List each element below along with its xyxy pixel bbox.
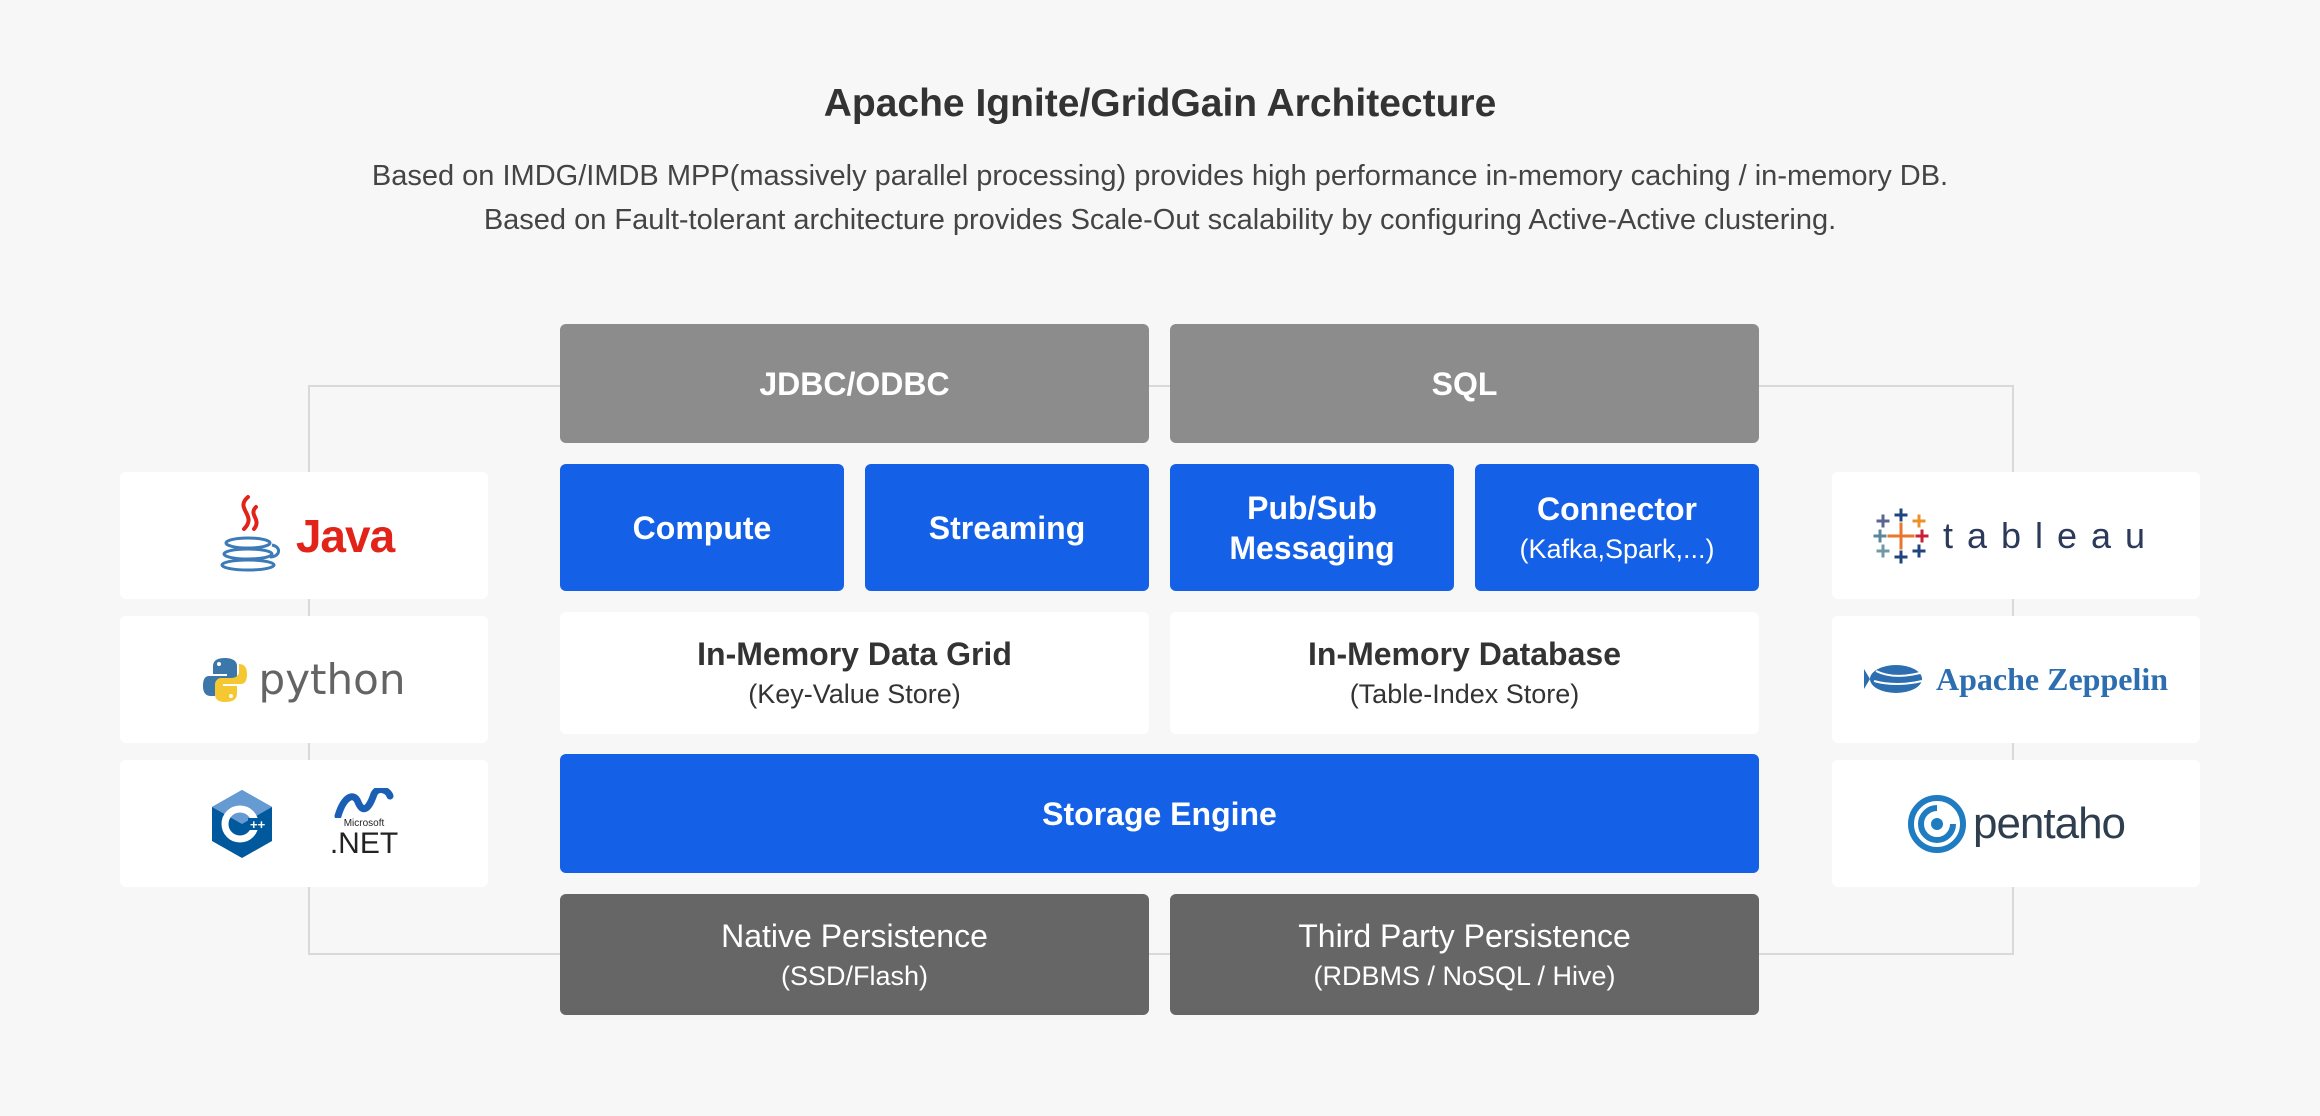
storage-engine-box: Storage Engine [560, 754, 1759, 873]
java-cup-icon [220, 494, 280, 571]
data-grid-sublabel: (Key-Value Store) [748, 679, 961, 710]
database-sublabel: (Table-Index Store) [1349, 679, 1580, 710]
pubsub-label-line2: Messaging [1229, 529, 1395, 566]
python-icon [202, 657, 247, 702]
compute-box: Compute [560, 464, 844, 591]
tableau-icon [1873, 508, 1929, 563]
third-party-persistence-label: Third Party Persistence [1298, 917, 1631, 954]
in-memory-data-grid-box: In-Memory Data Grid (Key-Value Store) [560, 612, 1149, 734]
pubsub-label-line1: Pub/Sub [1247, 489, 1377, 526]
pentaho-icon [1907, 794, 1966, 853]
database-label: In-Memory Database [1308, 636, 1621, 673]
zeppelin-logo-card: Apache Zeppelin [1832, 616, 2200, 743]
description-line-2: Based on Fault-tolerant architecture pro… [483, 204, 1837, 236]
native-persistence-label: Native Persistence [721, 917, 988, 954]
third-party-persistence-box: Third Party Persistence (RDBMS / NoSQL /… [1170, 894, 1759, 1015]
native-persistence-box: Native Persistence (SSD/Flash) [560, 894, 1149, 1015]
dotnet-logo: Microsoft .NET [330, 788, 398, 859]
tableau-logo-text: tableau [1942, 514, 2160, 556]
pubsub-messaging-box: Pub/Sub Messaging [1170, 464, 1454, 591]
dotnet-microsoft-text: Microsoft [343, 818, 385, 829]
dotnet-icon [334, 788, 394, 818]
python-logo-text: python [258, 655, 406, 704]
cplusplus-icon: ++ [211, 789, 272, 858]
java-logo-card: Java [120, 472, 488, 599]
storage-engine-label: Storage Engine [1042, 795, 1277, 832]
sql-box: SQL [1170, 324, 1759, 443]
java-logo-text: Java [295, 509, 395, 562]
third-party-persistence-sublabel: (RDBMS / NoSQL / Hive) [1313, 960, 1616, 991]
description-line-1: Based on IMDG/IMDB MPP(massively paralle… [371, 160, 1949, 192]
pentaho-logo-card: pentaho [1832, 760, 2200, 887]
native-persistence-sublabel: (SSD/Flash) [780, 960, 929, 991]
tableau-logo-card: tableau [1832, 472, 2200, 599]
pentaho-logo-text: pentaho [1972, 798, 2126, 848]
data-grid-label: In-Memory Data Grid [697, 636, 1012, 673]
streaming-box: Streaming [865, 464, 1149, 591]
jdbc-odbc-box: JDBC/ODBC [560, 324, 1149, 443]
zeppelin-logo-text: Apache Zeppelin [1935, 661, 2169, 697]
jdbc-odbc-label: JDBC/ODBC [759, 365, 950, 402]
connector-sublabel: (Kafka,Spark,...) [1519, 533, 1715, 564]
zeppelin-icon [1863, 664, 1923, 693]
svg-text:++: ++ [250, 817, 266, 832]
connector-label: Connector [1537, 490, 1697, 527]
python-logo-card: python [120, 616, 488, 743]
compute-label: Compute [632, 509, 772, 546]
dotnet-logo-text: .NET [329, 827, 399, 860]
connector-box: Connector (Kafka,Spark,...) [1475, 464, 1759, 591]
in-memory-database-box: In-Memory Database (Table-Index Store) [1170, 612, 1759, 734]
sql-label: SQL [1431, 365, 1498, 402]
page-title: Apache Ignite/GridGain Architecture [823, 82, 1497, 125]
streaming-label: Streaming [928, 509, 1086, 546]
cpp-dotnet-logo-card: ++ Microsoft .NET [120, 760, 488, 887]
